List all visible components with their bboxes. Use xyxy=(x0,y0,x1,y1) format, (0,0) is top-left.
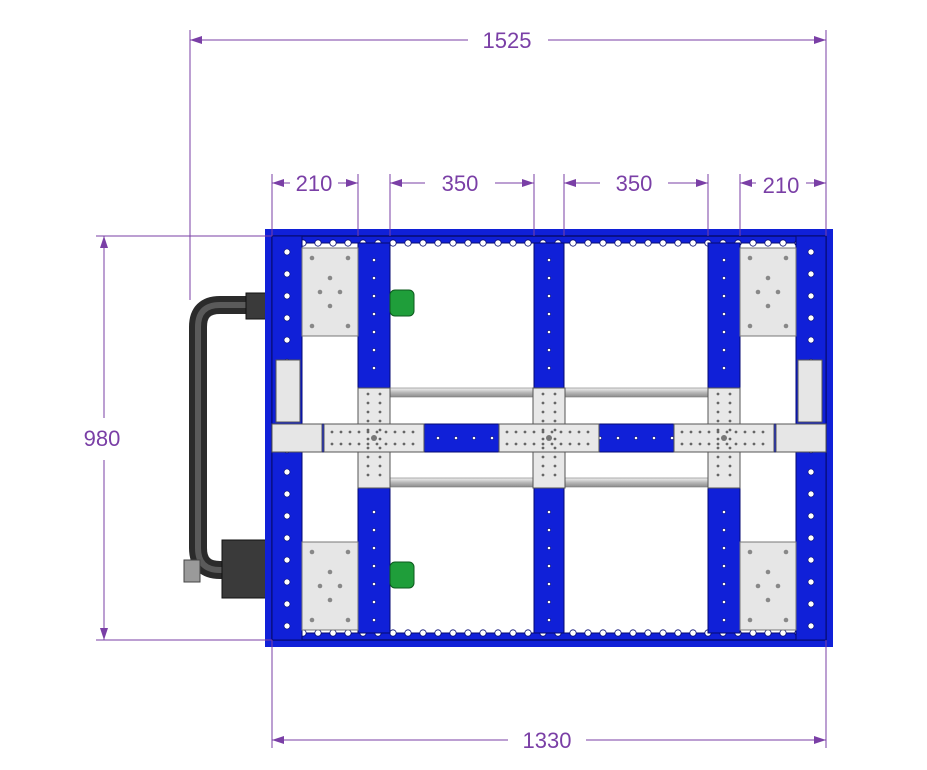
caster-plate-top-right xyxy=(739,247,797,337)
guide-wheels xyxy=(389,289,415,589)
dimension-labels: 1525 210 350 350 210 980 1330 xyxy=(84,28,800,753)
green-wheel-top xyxy=(389,289,415,317)
side-plates xyxy=(271,359,827,453)
caster-plates xyxy=(301,247,797,631)
dim-frame-length: 1330 xyxy=(523,728,572,753)
dim-overall-length: 1525 xyxy=(483,28,532,53)
dim-segment-1: 210 xyxy=(296,171,333,196)
dim-segment-2: 350 xyxy=(442,171,479,196)
dim-segment-3: 350 xyxy=(616,171,653,196)
cross-plates xyxy=(323,387,775,489)
push-handle xyxy=(183,292,271,599)
caster-plate-bottom-right xyxy=(739,541,797,631)
dim-segment-4: 210 xyxy=(763,173,800,198)
handle-mount-top xyxy=(245,292,269,320)
caster-plate-top-left xyxy=(301,247,359,337)
caster-plate-bottom-left xyxy=(301,541,359,631)
handle-mount-bottom xyxy=(221,539,271,599)
dimension-lines xyxy=(96,30,827,748)
green-wheel-bottom xyxy=(389,561,415,589)
dim-width: 980 xyxy=(84,426,121,451)
handle-brake-lever xyxy=(183,559,201,583)
